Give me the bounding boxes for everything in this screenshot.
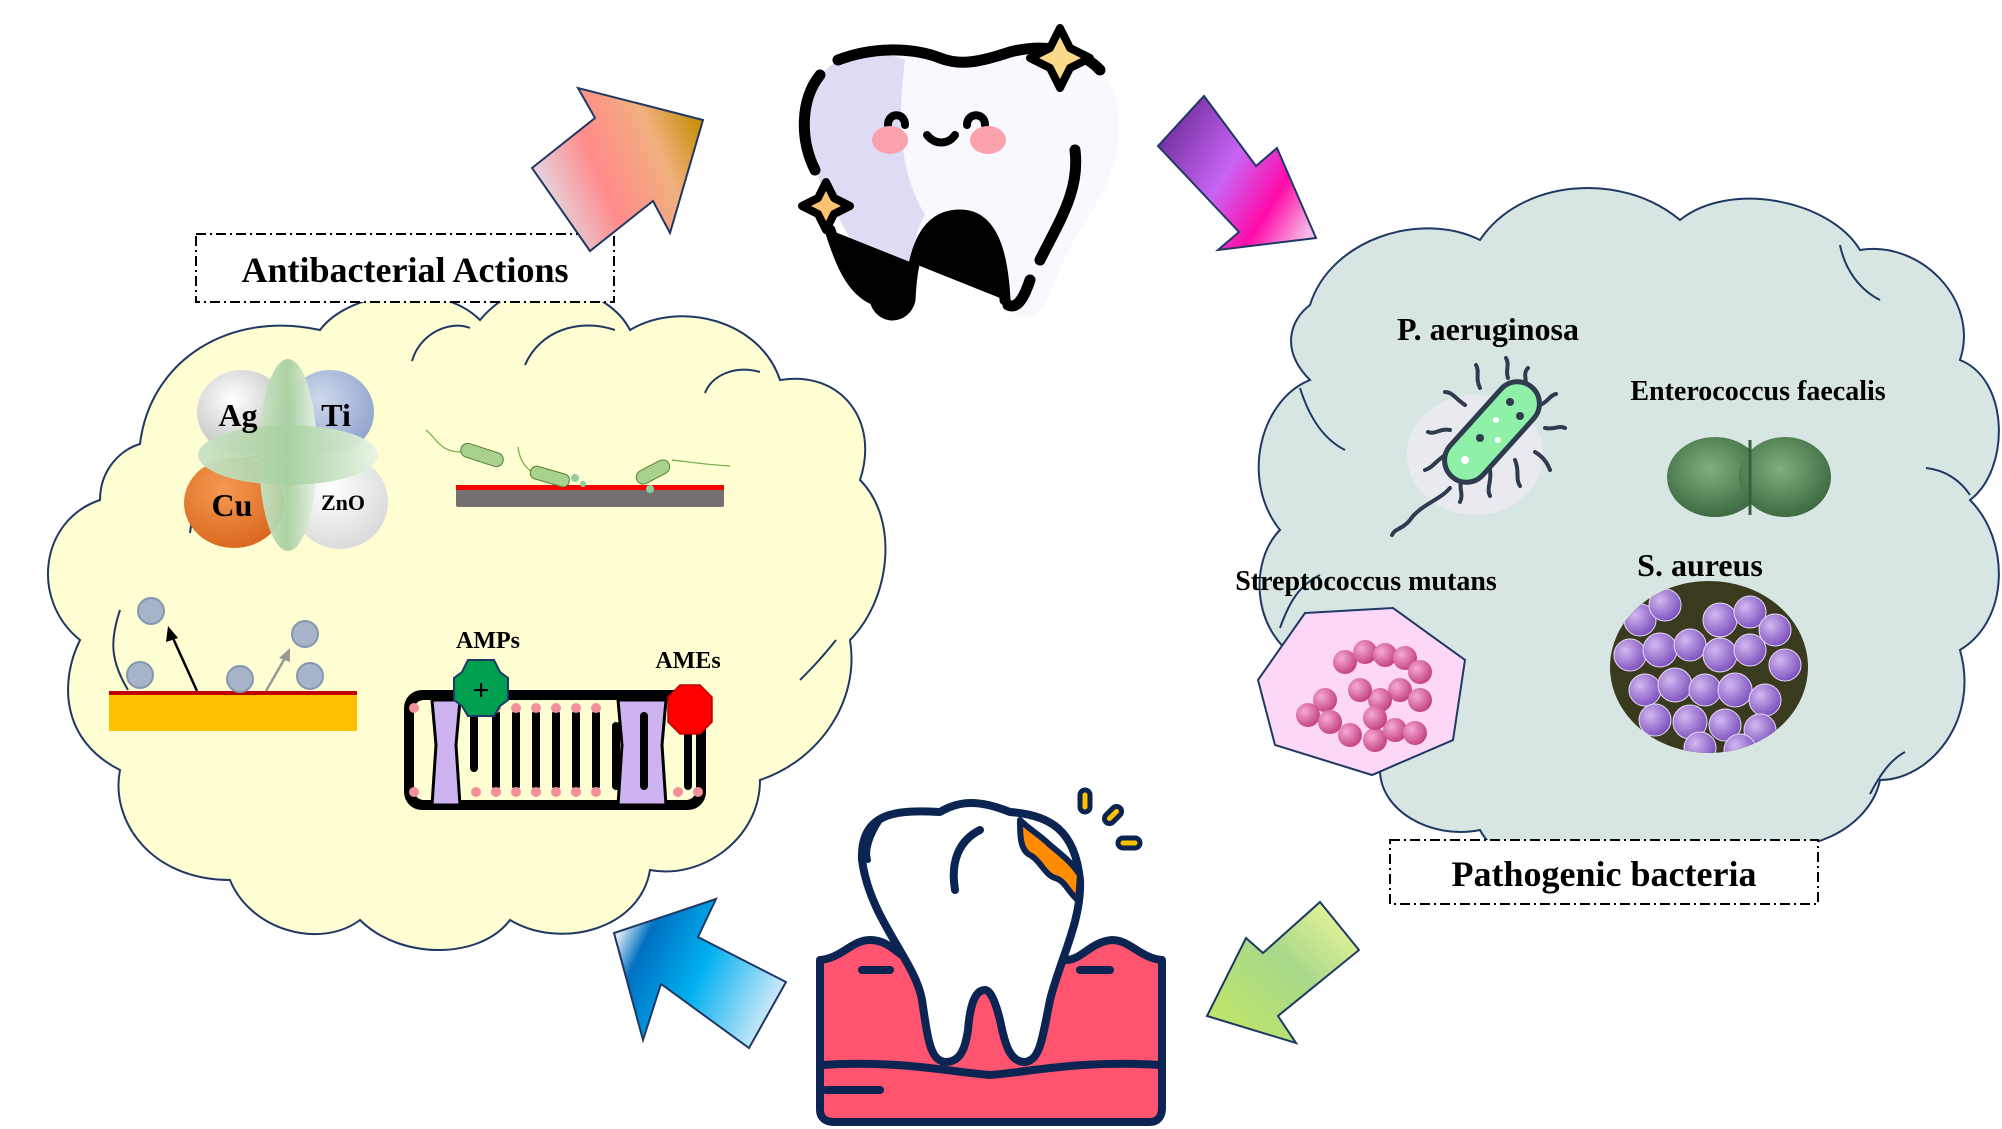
left-cloud-shape (47, 285, 887, 951)
staphylococcus-aureus-image (1610, 581, 1808, 753)
species-label-e-faecalis: Enterococcus faecalis (1630, 376, 1885, 407)
released-ion (137, 597, 165, 625)
substrate (456, 489, 724, 507)
contact-killing-surface (425, 429, 731, 507)
released-ion (291, 620, 319, 648)
surface-ion (296, 662, 324, 690)
antibacterial-actions-title-box: Antibacterial Actions (195, 233, 615, 303)
surface-ion (126, 661, 154, 689)
species-label-s-aureus: S. aureus (1637, 547, 1763, 583)
membrane-protein-left (430, 698, 462, 807)
ion-release-surface (109, 597, 357, 731)
healthy-tooth-icon (798, 24, 1120, 321)
ame-enzyme-icon (667, 684, 713, 735)
ames-label: AMEs (655, 648, 720, 674)
pathogenic-bacteria-title: Pathogenic bacteria (1452, 854, 1757, 894)
species-label-s-mutans: Streptococcus mutans (1235, 566, 1497, 597)
antibacterial-actions-cloud (47, 285, 887, 951)
cell-membrane: + AMPs AMEs (404, 628, 721, 810)
implant-substrate (109, 693, 357, 731)
arrow-decayed-tooth-to-actions (612, 897, 788, 1050)
streptococcus-mutans-image (1256, 606, 1467, 777)
enterococcus-faecalis-image (1667, 437, 1831, 517)
arrow-bacteria-to-decayed-tooth (1205, 900, 1361, 1045)
antibacterial-actions-title: Antibacterial Actions (242, 250, 569, 290)
zno-label: ZnO (321, 490, 365, 515)
species-label-p-aeruginosa: P. aeruginosa (1397, 311, 1579, 347)
leaf-horizontal (198, 425, 378, 485)
metal-ions-clover: Ag Ti Cu ZnO (184, 359, 388, 551)
p-aeruginosa-icon (1390, 356, 1567, 537)
amp-plus-sign: + (472, 674, 489, 707)
ag-label: Ag (218, 397, 257, 433)
release-arrow-gray (264, 657, 287, 692)
bacterium-approaching (460, 442, 504, 468)
decayed-tooth-icon (816, 787, 1166, 1126)
surface-ion (226, 665, 254, 693)
amp-peptide-icon (453, 659, 509, 717)
bacterium-lysed (635, 459, 671, 485)
pathogenic-bacteria-title-box: Pathogenic bacteria (1389, 839, 1819, 905)
coating-layer (456, 485, 724, 490)
release-arrow (170, 635, 199, 692)
arrow-healthy-tooth-to-bacteria (1156, 94, 1318, 252)
amps-label: AMPs (456, 628, 520, 654)
implant-coating (109, 691, 357, 695)
cu-label: Cu (212, 487, 253, 523)
ti-label: Ti (321, 397, 351, 433)
arrow-actions-to-healthy-tooth (530, 86, 705, 253)
bacterium-damaged (529, 465, 570, 488)
